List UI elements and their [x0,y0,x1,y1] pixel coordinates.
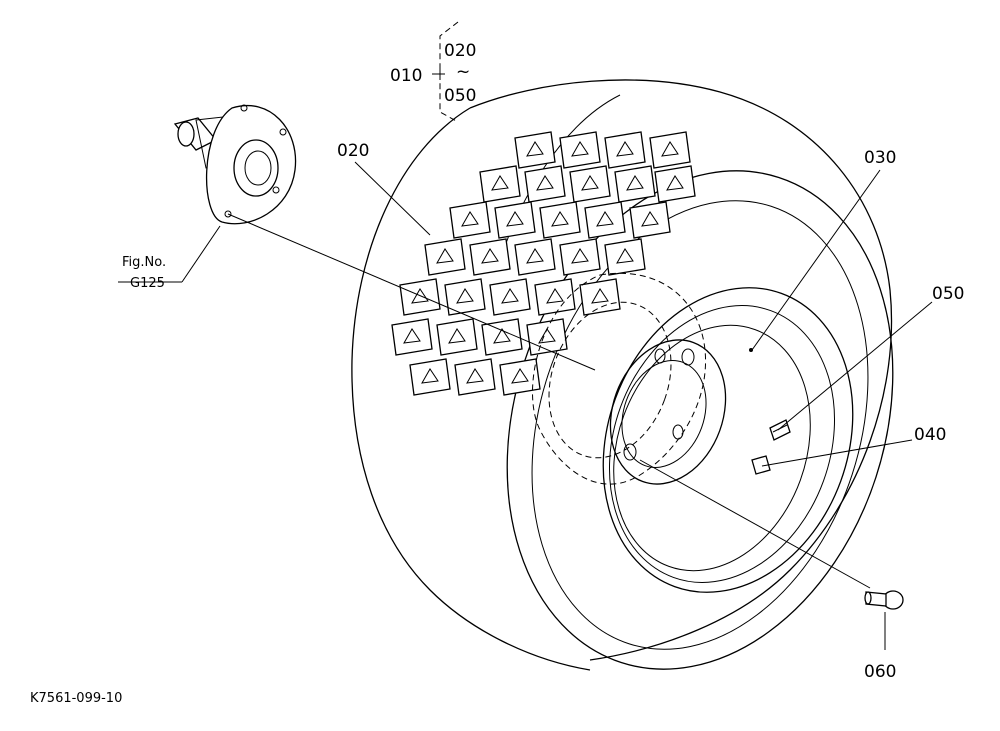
tread-block [569,165,611,203]
tire-tread [391,131,696,396]
tread-triangle [436,248,454,264]
tread-triangle [571,141,589,157]
tread-triangle [501,288,519,304]
callout-nut: 040 [914,425,946,445]
tread-triangle [596,211,614,227]
tread-triangle [493,328,511,344]
tread-triangle [546,288,564,304]
tread-block [479,165,521,203]
tire-body [351,79,894,671]
tread-block [424,238,466,276]
tread-block [539,201,581,239]
tread-block [494,201,536,239]
tread-triangle [536,175,554,191]
tread-block [436,318,478,356]
tread-block [481,318,523,356]
fig-ref-line2: G125 [130,276,165,291]
tread-triangle [526,141,544,157]
tread-block [604,131,646,169]
callout-bolt: 060 [864,662,896,682]
tread-triangle [551,211,569,227]
leader-lines [118,21,933,650]
tread-triangle [581,175,599,191]
tread-block [534,278,576,316]
tread-triangle [591,288,609,304]
tread-triangle [666,175,684,191]
callout-tire: 020 [337,141,369,161]
tread-block [524,165,566,203]
tread-block [629,201,671,239]
tread-block [559,131,601,169]
bolt-part [864,590,904,610]
tread-block [584,201,626,239]
tread-block [649,131,691,169]
tread-triangle [616,141,634,157]
tread-triangle [616,248,634,264]
hub-hidden-outline [532,272,707,485]
tread-block [604,238,646,276]
tread-block [514,131,556,169]
tread-block [514,238,556,276]
tread-triangle [456,288,474,304]
callout-wheel: 030 [864,148,896,168]
tread-triangle [506,211,524,227]
tread-triangle [403,328,421,344]
tread-triangle [491,175,509,191]
tread-block [391,318,433,356]
range-to-label: 050 [444,86,476,106]
fig-ref-line1: Fig.No. [122,255,166,270]
tread-triangle [626,175,644,191]
wheel-rim [602,287,854,593]
lug-nut [751,455,771,475]
tread-triangle [448,328,466,344]
tread-triangle [641,211,659,227]
tread-block [614,165,656,203]
axle-flange [173,104,297,225]
callout-valve: 050 [932,284,964,304]
range-main-label: 010 [390,66,422,86]
tread-triangle [466,368,484,384]
tread-triangle [526,248,544,264]
tread-triangle [571,248,589,264]
tread-block [399,278,441,316]
tread-block [579,278,621,316]
tread-block [454,358,496,396]
tread-block [499,358,541,396]
tread-triangle [538,328,556,344]
tread-block [449,201,491,239]
tread-block [654,165,696,203]
tread-triangle [481,248,499,264]
tread-block [489,278,531,316]
tread-triangle [421,368,439,384]
tread-triangle [661,141,679,157]
tread-triangle [411,288,429,304]
tread-block [444,278,486,316]
tread-triangle [461,211,479,227]
range-from-label: 020 [444,41,476,61]
tread-block [409,358,451,396]
tread-triangle [511,368,529,384]
range-tilde-label: ~ [456,62,470,82]
drawing-number: K7561-099-10 [30,691,122,706]
tread-block [559,238,601,276]
tread-block [469,238,511,276]
